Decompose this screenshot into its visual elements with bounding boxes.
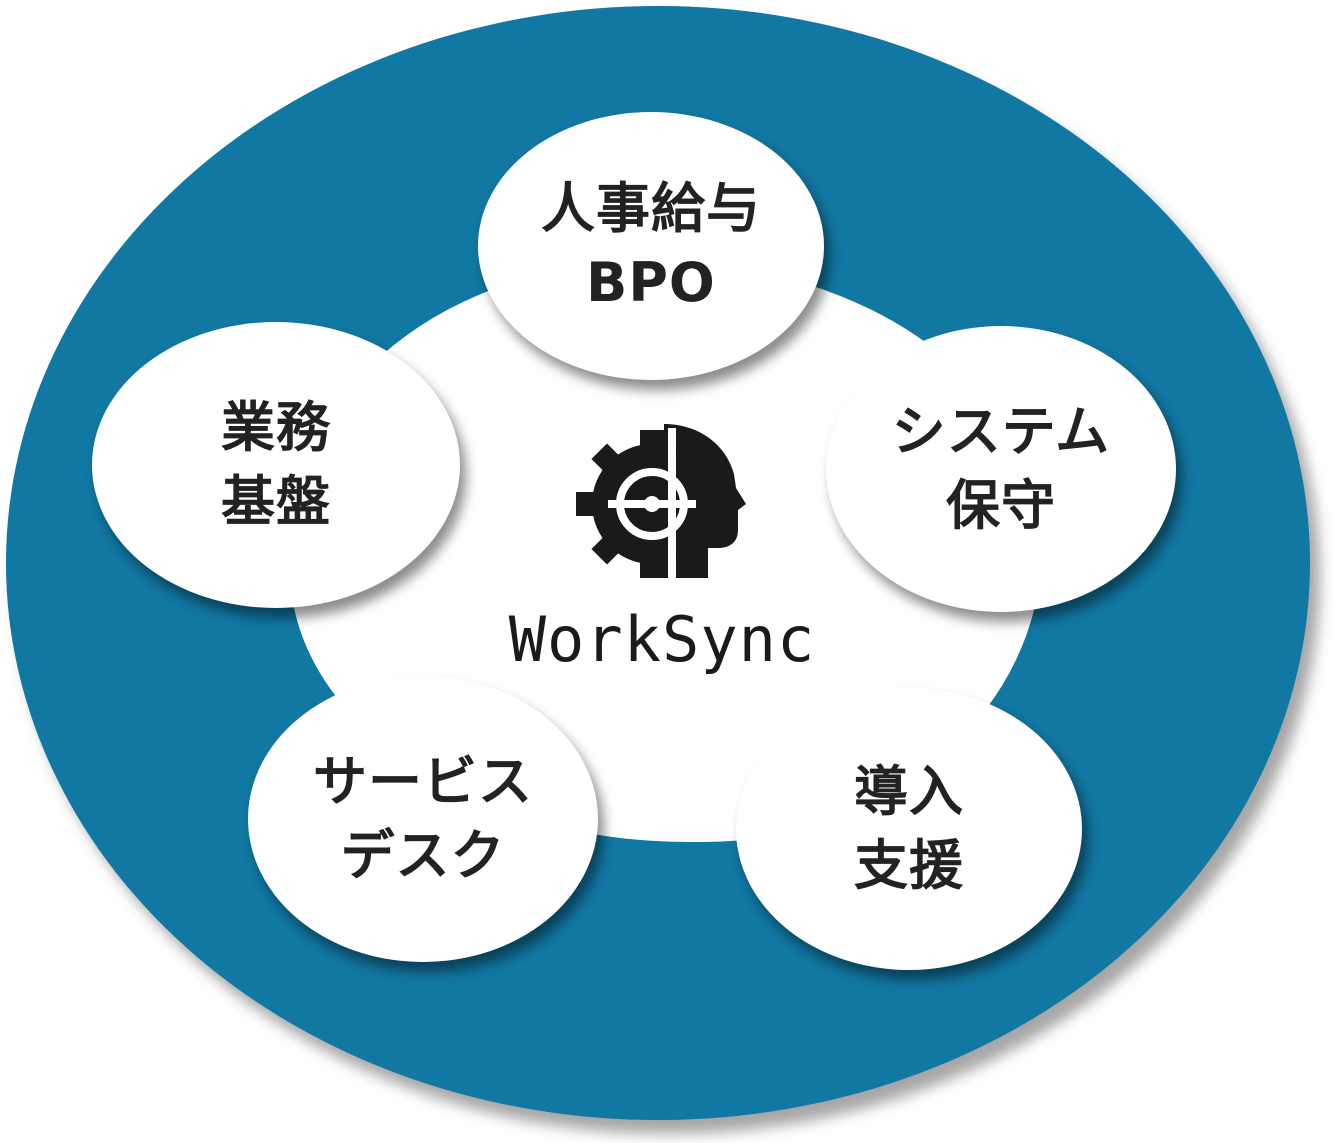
logo-text: WorkSync bbox=[508, 603, 816, 676]
bubble-implementation-support: 導入 支援 bbox=[736, 688, 1082, 970]
bubble-hr-payroll-bpo: 人事給与 BPO bbox=[478, 112, 824, 380]
bubble-business-infrastructure: 業務 基盤 bbox=[92, 322, 460, 608]
bubble-service-desk: サービス デスク bbox=[248, 676, 598, 962]
bubble-system-maintenance: システム 保守 bbox=[826, 326, 1176, 612]
gear-head-icon bbox=[576, 424, 746, 578]
